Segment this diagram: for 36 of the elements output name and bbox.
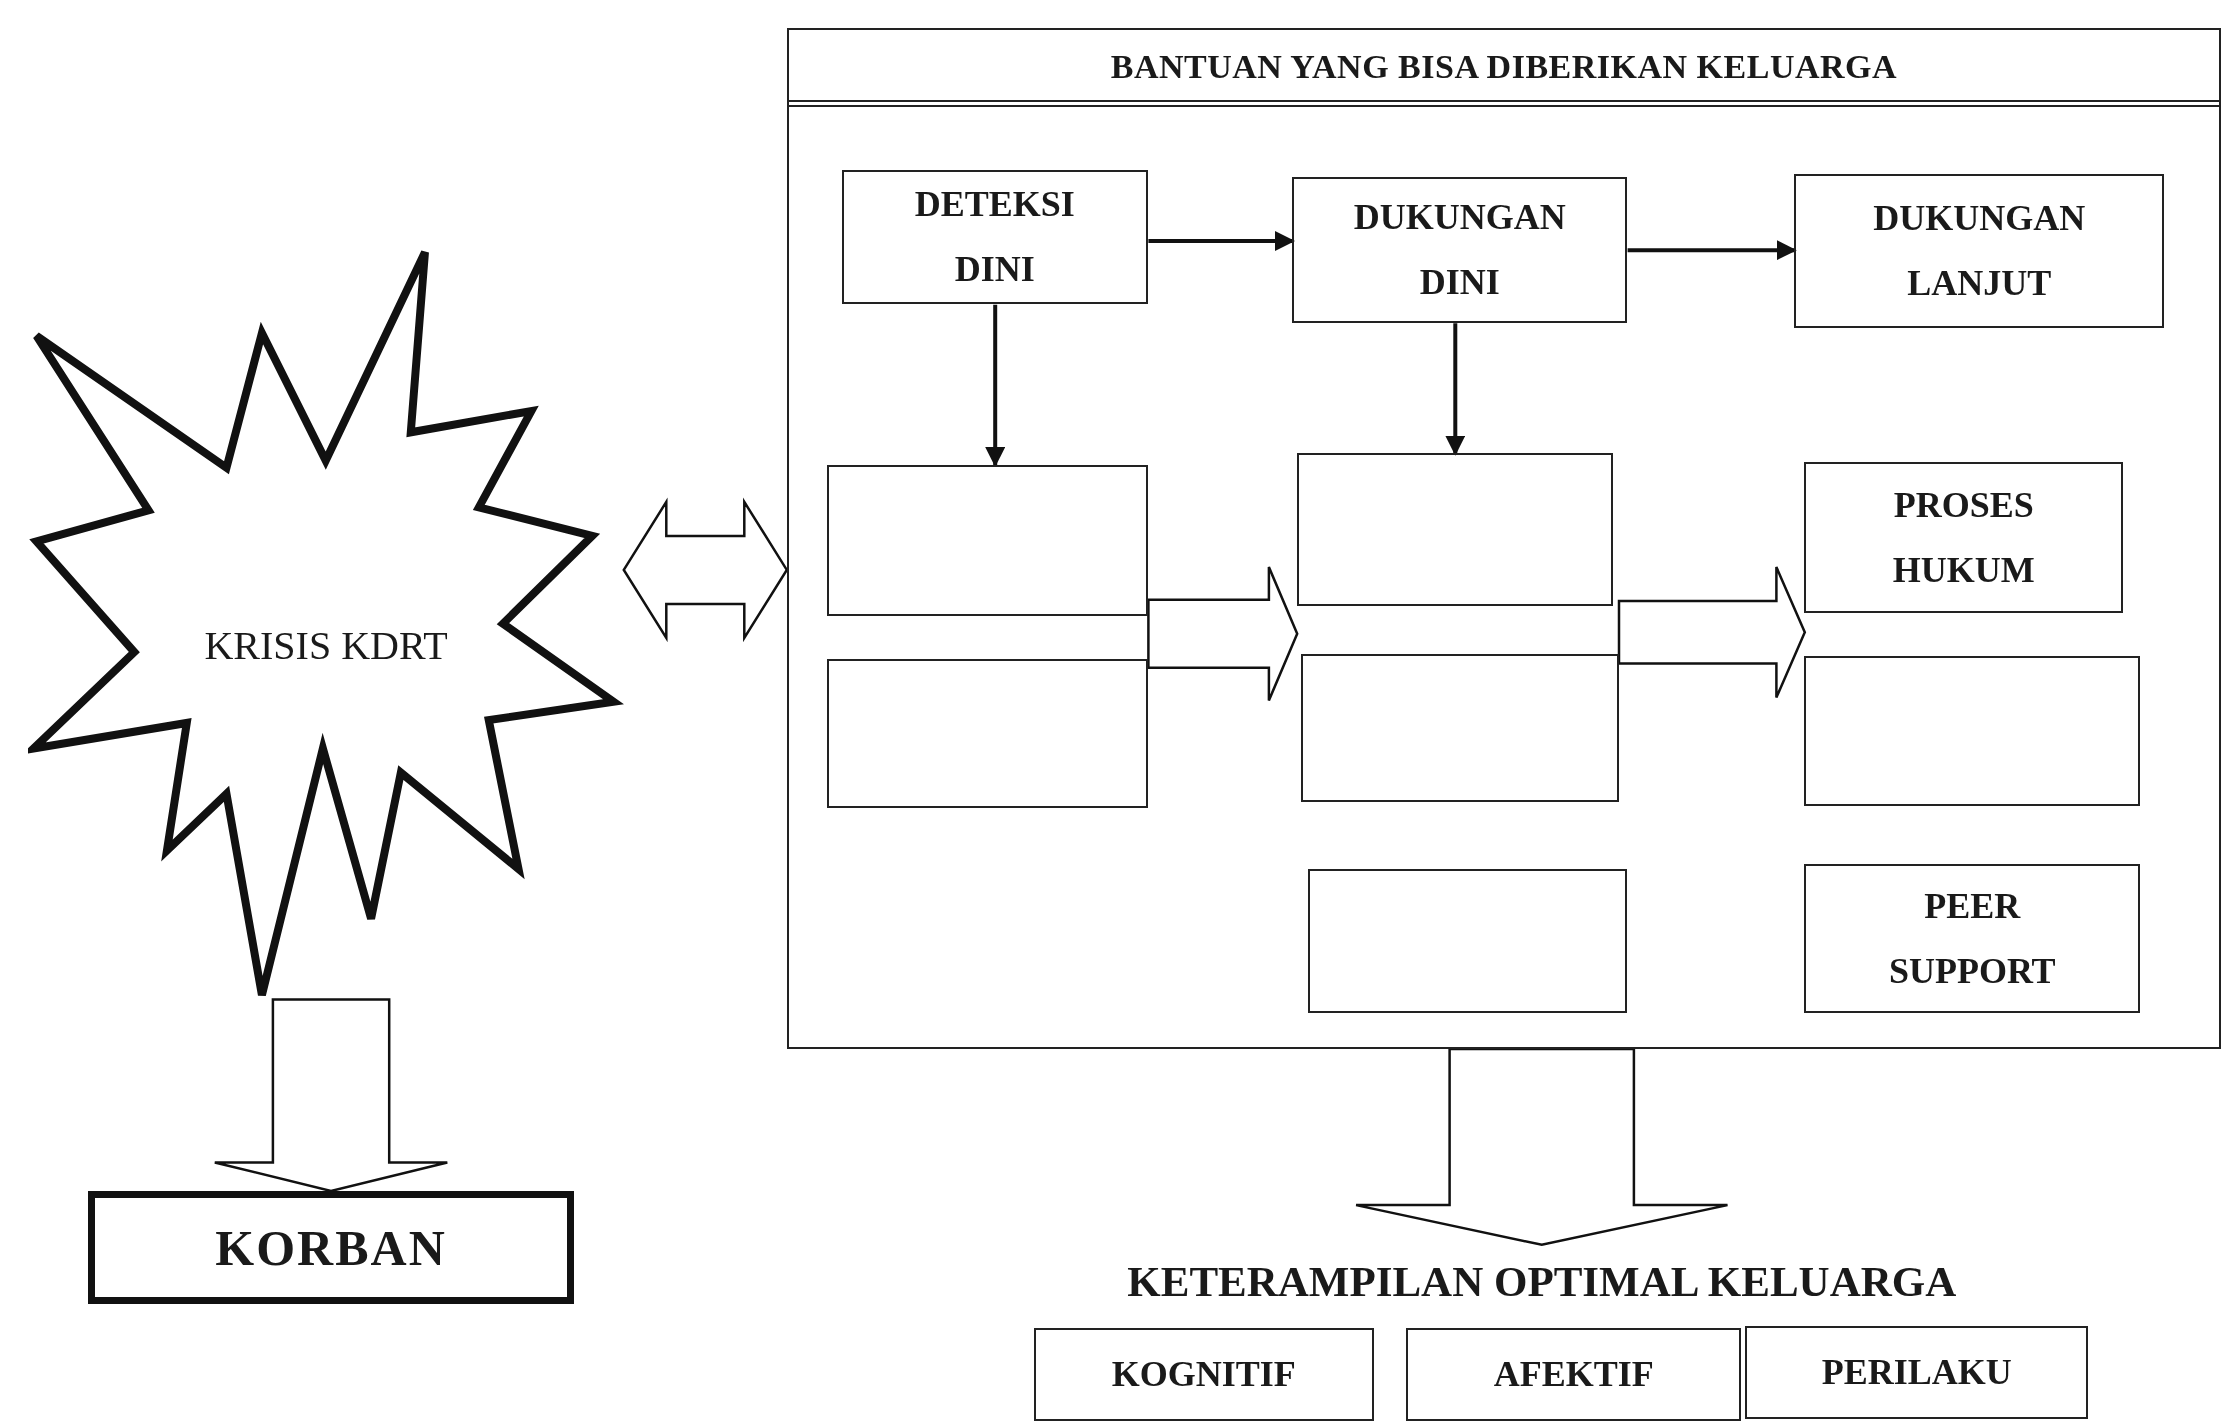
empty-box [1296, 453, 1613, 607]
empty-box [1308, 868, 1628, 1014]
empty-box [827, 464, 1148, 617]
box-label: PEER SUPPORT [1888, 884, 2056, 993]
process-box [1406, 1328, 1741, 1421]
process-box [87, 1190, 575, 1305]
box-label: AFEKTIF [1493, 1353, 1654, 1396]
process-box [1804, 864, 2141, 1014]
panel-title: BANTUAN YANG BISA DIBERIKAN KELUARGA [788, 30, 2219, 108]
box-label: DETEKSI DINI [914, 183, 1075, 291]
shape-label: KRISIS KDRT [204, 621, 448, 669]
section-heading: KETERAMPILAN OPTIMAL KELUARGA [1127, 1257, 1957, 1307]
box-label: DUKUNGAN DINI [1353, 195, 1566, 304]
block-arrow [213, 998, 449, 1193]
empty-box [1300, 654, 1619, 802]
box-label: DUKUNGAN LANJUT [1873, 197, 2086, 306]
box-label: PROSES HUKUM [1892, 483, 2035, 592]
empty-box [1804, 655, 2141, 807]
empty-box [827, 658, 1148, 808]
arrow [1627, 240, 1797, 261]
box-label: KOGNITIF [1111, 1353, 1296, 1396]
arrow [1445, 323, 1466, 456]
box-label: PERILAKU [1821, 1351, 2012, 1394]
process-box [841, 169, 1148, 305]
box-label: KORBAN [215, 1218, 447, 1277]
block-arrow [1617, 565, 1807, 699]
block-arrow [1354, 1047, 1729, 1247]
process-box [1745, 1325, 2089, 1420]
arrow [1148, 231, 1295, 251]
process-box [1292, 176, 1628, 323]
process-box [1794, 173, 2165, 329]
process-box [1804, 461, 2124, 614]
arrow [985, 304, 1006, 467]
block-arrow [622, 497, 789, 643]
block-arrow [1147, 565, 1299, 702]
process-box [1033, 1328, 1374, 1421]
